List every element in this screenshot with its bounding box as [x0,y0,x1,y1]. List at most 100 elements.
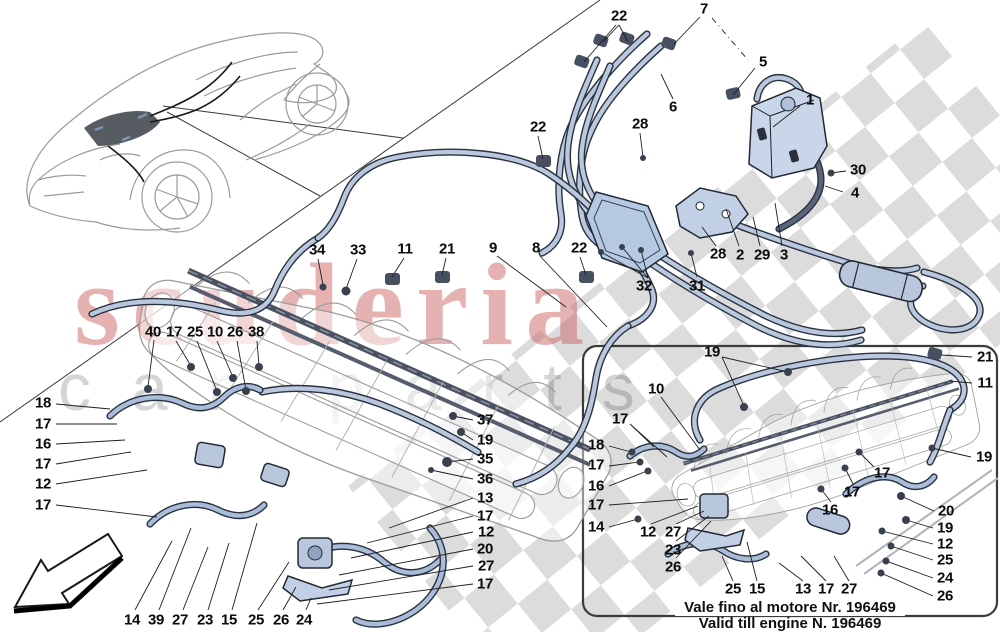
part-callout-17: 17 [34,496,52,514]
evap-pump [838,260,924,303]
part-callout-19: 19 [476,431,494,449]
part-callout-17: 17 [873,464,891,482]
part-callout-15: 15 [220,611,238,629]
part-callout-30: 30 [849,161,867,179]
separator-line [0,0,601,423]
part-callout-19: 19 [703,343,721,361]
part-callout-29: 29 [753,246,771,264]
part-callout-26: 26 [226,323,244,341]
part-callout-17: 17 [476,575,494,593]
part-callout-39: 39 [147,611,165,629]
part-callout-25: 25 [936,551,954,569]
part-callout-14: 14 [587,518,605,536]
part-callout-17: 17 [843,483,861,501]
part-callout-2: 2 [735,246,745,264]
part-callout-25: 25 [247,611,265,629]
part-callout-17: 17 [165,323,183,341]
validity-note: Vale fino al motore Nr. 196469 Valid til… [583,600,997,632]
part-callout-4: 4 [850,184,860,202]
part-callout-18: 18 [34,394,52,412]
part-callout-24: 24 [295,611,313,629]
part-callout-28: 28 [631,115,649,133]
part-callout-40: 40 [144,323,162,341]
part-callout-3: 3 [779,246,789,264]
part-callout-33: 33 [349,241,367,259]
checkered-flag [348,20,1000,632]
part-callout-18: 18 [587,436,605,454]
purge-valve [282,537,354,602]
part-callout-27: 27 [664,523,682,541]
part-callout-21: 21 [976,348,994,366]
part-callout-20: 20 [937,502,955,520]
part-callout-28: 28 [709,245,727,263]
evap-pump-inset [806,507,851,535]
part-callout-17: 17 [34,415,52,433]
heat-shield [585,191,669,273]
part-callout-37: 37 [476,411,494,429]
part-callout-12: 12 [639,523,657,541]
part-callout-17: 17 [476,507,494,525]
part-callout-27: 27 [477,557,495,575]
part-callout-11: 11 [977,374,993,392]
direction-arrow [13,532,124,614]
part-callout-7: 7 [699,0,709,18]
car-thumbnail [26,32,350,233]
part-callout-23: 23 [196,611,214,629]
part-callout-5: 5 [758,53,768,71]
fitting-dots [144,155,936,577]
part-callout-38: 38 [247,323,265,341]
part-callout-22: 22 [570,239,588,257]
validity-note-english: Valid till engine N. 196469 [698,615,882,632]
part-callout-19: 19 [936,519,954,537]
part-callout-31: 31 [688,277,706,295]
part-callout-22: 22 [529,118,547,136]
part-callout-17: 17 [611,410,629,428]
part-callout-35: 35 [476,450,494,468]
part-callout-26: 26 [664,558,682,576]
part-callout-27: 27 [840,580,858,598]
car-engine-highlight [84,110,160,146]
part-callout-11: 11 [397,240,413,258]
solenoid-valve [194,441,226,469]
part-callout-12: 12 [477,523,495,541]
part-callout-6: 6 [668,98,678,116]
part-callout-1: 1 [805,91,815,109]
part-callout-17: 17 [817,580,835,598]
part-callout-20: 20 [476,540,494,558]
part-callout-14: 14 [123,611,141,629]
part-callout-17: 17 [34,455,52,473]
part-callout-36: 36 [476,470,494,488]
part-callout-25: 25 [186,323,204,341]
part-callout-23: 23 [664,541,682,559]
part-callout-17: 17 [587,496,605,514]
part-callout-22: 22 [610,7,628,25]
validity-note-italian: Vale fino al motore Nr. 196469 [675,600,905,616]
leader-lines-inset [608,354,973,597]
part-callout-27: 27 [171,611,189,629]
part-callout-10: 10 [206,323,224,341]
part-callout-16: 16 [821,501,839,519]
part-callout-8: 8 [531,239,541,257]
part-callout-21: 21 [438,240,456,258]
part-callout-12: 12 [34,475,52,493]
carbon-canister [748,87,828,179]
part-callout-24: 24 [936,569,954,587]
part-callout-15: 15 [748,580,766,598]
part-callout-26: 26 [272,611,290,629]
pipe-clips [385,31,741,285]
pipe-connector [260,462,290,488]
part-callout-19: 19 [975,448,993,466]
part-callout-16: 16 [587,477,605,495]
part-callout-17: 17 [587,456,605,474]
part-callout-13: 13 [794,580,812,598]
leader-lines-main [55,16,847,611]
part-callout-12: 12 [936,535,954,553]
part-callout-25: 25 [724,580,742,598]
part-callout-10: 10 [647,380,665,398]
purge-valve-inset [684,493,746,552]
part-callout-9: 9 [488,239,498,257]
part-callout-34: 34 [308,241,326,259]
part-callout-13: 13 [476,489,494,507]
